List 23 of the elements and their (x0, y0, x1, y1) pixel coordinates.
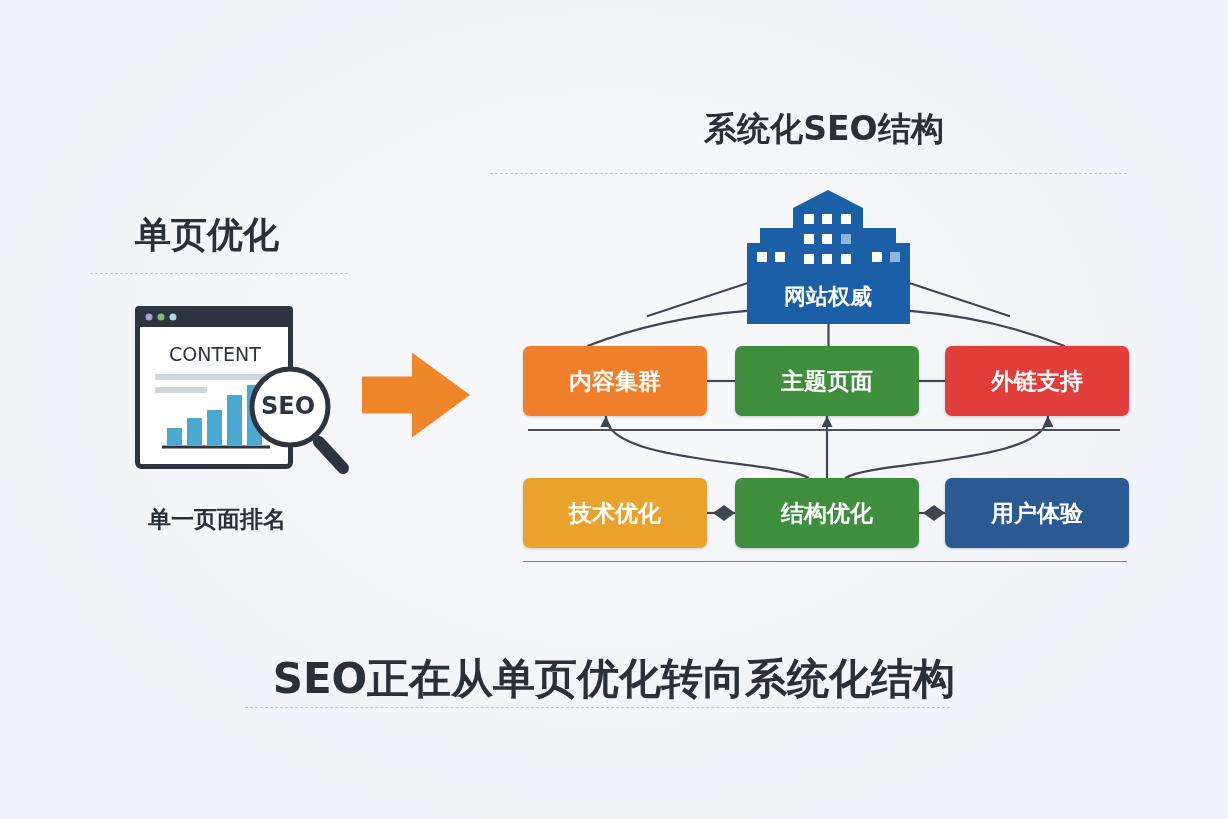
process-box: 技术优化 (523, 478, 707, 548)
connector-line (919, 379, 945, 383)
process-box: 结构优化 (735, 478, 919, 548)
process-box: 内容集群 (523, 346, 707, 416)
process-box: 用户体验 (945, 478, 1129, 548)
diamond-connector (919, 505, 945, 521)
arrow (821, 416, 833, 478)
process-box: 外链支持 (945, 346, 1129, 416)
page-heading: CONTENT (169, 344, 261, 366)
connector-line (909, 309, 1065, 348)
lens-text: SEO (260, 393, 316, 421)
block-arrow (362, 352, 470, 438)
connector-line (587, 309, 748, 348)
process-box: 主题页面 (735, 346, 919, 416)
section-heading: 单页优化 (135, 214, 279, 256)
diamond-connector (707, 505, 735, 521)
caption: SEO正在从单页优化转向系统化结构 (272, 655, 956, 704)
arrow (603, 415, 809, 479)
image-caption: 单一页面排名 (148, 506, 286, 533)
connector-line (827, 324, 830, 346)
connector-line (707, 379, 735, 383)
section-heading: 系统化SEO结构 (704, 110, 944, 148)
node-label: 网站权威 (784, 284, 872, 310)
